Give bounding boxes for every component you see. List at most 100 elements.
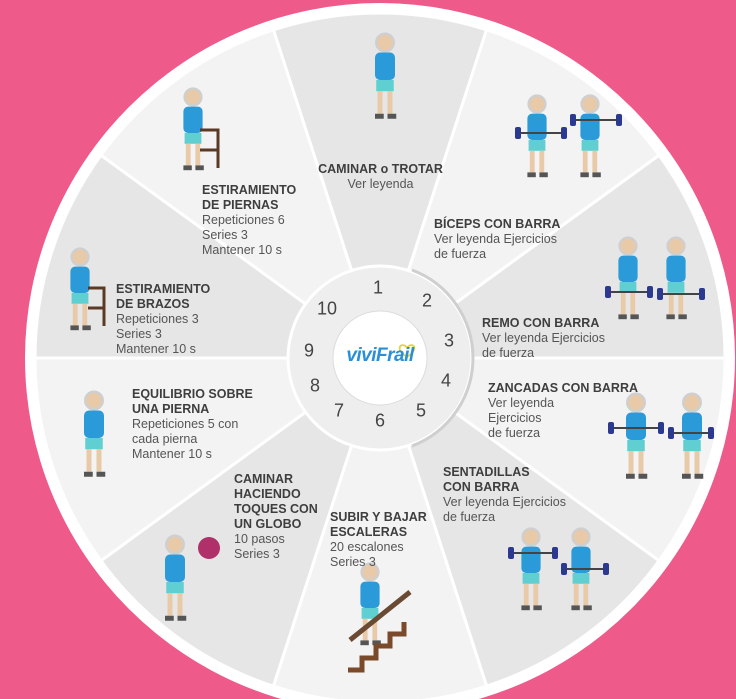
figure-shoe	[682, 473, 691, 479]
figure-shorts	[572, 573, 590, 584]
figure-shoe	[583, 605, 592, 611]
figure-shorts	[184, 133, 202, 144]
exercise-description: 10 pasos Series 3	[234, 532, 285, 561]
figure-shoe	[626, 473, 635, 479]
figure-leg	[82, 303, 88, 326]
barbell-icon	[605, 286, 653, 298]
figure-shorts	[71, 293, 89, 304]
chair-shape	[88, 286, 106, 326]
figure-shorts	[627, 440, 645, 452]
figure-leg	[638, 451, 644, 474]
figure-shoe	[183, 165, 192, 171]
figure-leg	[529, 150, 535, 173]
barbell-plate	[647, 286, 653, 298]
figure-shoe	[666, 314, 675, 320]
figure-shoe	[387, 113, 397, 119]
exercise-label-10: ESTIRAMIENTO DE PIERNAS Repeticiones 6 S…	[202, 183, 296, 258]
barbell-bar	[510, 552, 556, 554]
figure-head	[682, 392, 702, 413]
progress-arc	[411, 268, 475, 448]
exercise-label-6: SUBIR Y BAJAR ESCALERAS 20 escalones Ser…	[330, 510, 427, 570]
figure-leg	[582, 150, 588, 173]
wheel-segment	[377, 354, 662, 689]
figure-shoe	[533, 605, 542, 611]
one-leg-balance-icon	[84, 390, 106, 477]
exercise-description: Repeticiones 5 con cada pierna Mantener …	[132, 417, 239, 461]
barbell-row-icon	[618, 236, 639, 320]
figure-shirt	[626, 412, 646, 440]
exercise-description: Ver leyenda Ejercicios de fuerza	[488, 396, 555, 440]
figure-shorts	[528, 140, 546, 151]
figure-shirt	[571, 546, 591, 573]
barbell-plate	[570, 114, 576, 126]
figure-shorts	[667, 282, 685, 293]
wheel-segment	[33, 356, 385, 563]
logo-text: viviFrail	[346, 345, 414, 366]
figure-shirt	[360, 581, 380, 608]
figure-head	[70, 247, 90, 267]
figure-shoe	[618, 314, 627, 320]
step-number-10: 10	[316, 298, 338, 319]
figure-head	[618, 236, 638, 256]
figure-shirt	[682, 412, 702, 440]
exercise-title: EQUILIBRIO SOBRE UNA PIERNA	[132, 387, 253, 416]
barbell-bar	[610, 427, 662, 429]
step-number-2: 2	[421, 290, 433, 311]
figure-head	[165, 534, 185, 555]
figure-shorts	[166, 582, 184, 594]
barbell-bar	[659, 293, 703, 295]
barbell-bar	[563, 568, 607, 570]
exercise-label-9: ESTIRAMIENTO DE BRAZOS Repeticiones 3 Se…	[116, 282, 210, 357]
figure-leg	[96, 449, 102, 472]
barbell-plate	[603, 563, 609, 575]
barbell-plate	[699, 288, 705, 300]
step-number-7: 7	[333, 400, 345, 421]
exercise-title: ESTIRAMIENTO DE BRAZOS	[116, 282, 211, 311]
figure-shoe	[165, 615, 174, 621]
arm-stretch-icon	[70, 247, 91, 331]
balloon-icon	[198, 537, 220, 559]
barbell-icon	[608, 422, 664, 434]
barbell-plate	[552, 547, 558, 559]
step-number-8: 8	[309, 375, 321, 396]
figure-shirt	[165, 554, 185, 582]
figure-shoe	[580, 172, 589, 178]
figure-shoe	[375, 113, 384, 119]
stair-rail	[348, 590, 412, 642]
exercise-title: ZANCADAS CON BARRA	[488, 381, 638, 395]
figure-leg	[167, 593, 173, 616]
barbell-icon	[570, 114, 622, 126]
barbell-icon	[657, 288, 705, 300]
exercise-description: Ver leyenda Ejercicios de fuerza	[482, 331, 605, 360]
figure-head	[375, 32, 395, 53]
barbell-plate	[605, 286, 611, 298]
barbell-plate	[561, 563, 567, 575]
figure-shoe	[630, 314, 639, 320]
figure-leg	[377, 91, 383, 114]
figure-shorts	[376, 80, 394, 92]
barbell-plate	[515, 127, 521, 139]
figure-shoe	[82, 325, 91, 331]
barbell-plate	[708, 427, 714, 439]
figure-head	[84, 390, 104, 411]
figure-leg	[668, 292, 674, 315]
exercise-description: Ver leyenda Ejercicios de fuerza	[434, 232, 557, 261]
figure-leg	[372, 618, 378, 641]
figure-shorts	[522, 573, 540, 584]
figure-shoe	[96, 471, 106, 477]
step-number-1: 1	[372, 277, 384, 298]
figure-leg	[684, 451, 690, 474]
wheel-segment	[271, 11, 489, 363]
exercise-title: BÍCEPS CON BARRA	[434, 217, 561, 231]
figure-shoe	[521, 605, 530, 611]
stairs-climbing-icon	[360, 562, 381, 646]
exercise-title: REMO CON BARRA	[482, 316, 600, 330]
exercise-description: Ver leyenda Ejercicios de fuerza	[443, 495, 566, 524]
exercise-label-8: EQUILIBRIO SOBRE UNA PIERNA Repeticiones…	[132, 387, 253, 462]
stairs-shape	[348, 622, 407, 673]
figure-shorts	[683, 440, 701, 452]
figure-head	[183, 87, 203, 107]
figure-shorts	[85, 438, 103, 450]
figure-head	[626, 392, 646, 413]
